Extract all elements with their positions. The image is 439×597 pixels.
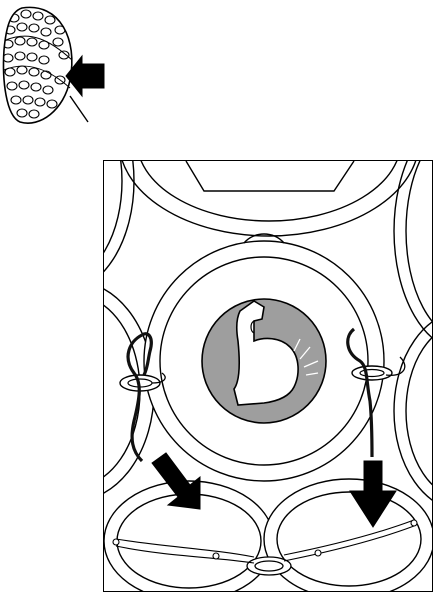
left-ring bbox=[104, 161, 154, 501]
bottom-connector bbox=[247, 557, 291, 575]
bottom-right-ring bbox=[264, 479, 433, 592]
detail-panel bbox=[103, 160, 433, 592]
stool-seat-overview-icon bbox=[0, 0, 110, 130]
top-ring bbox=[119, 161, 419, 236]
band-loop-detail bbox=[104, 161, 433, 592]
flexed-arm-icon bbox=[202, 299, 326, 423]
right-ring bbox=[394, 161, 433, 511]
overview-panel bbox=[0, 0, 110, 130]
